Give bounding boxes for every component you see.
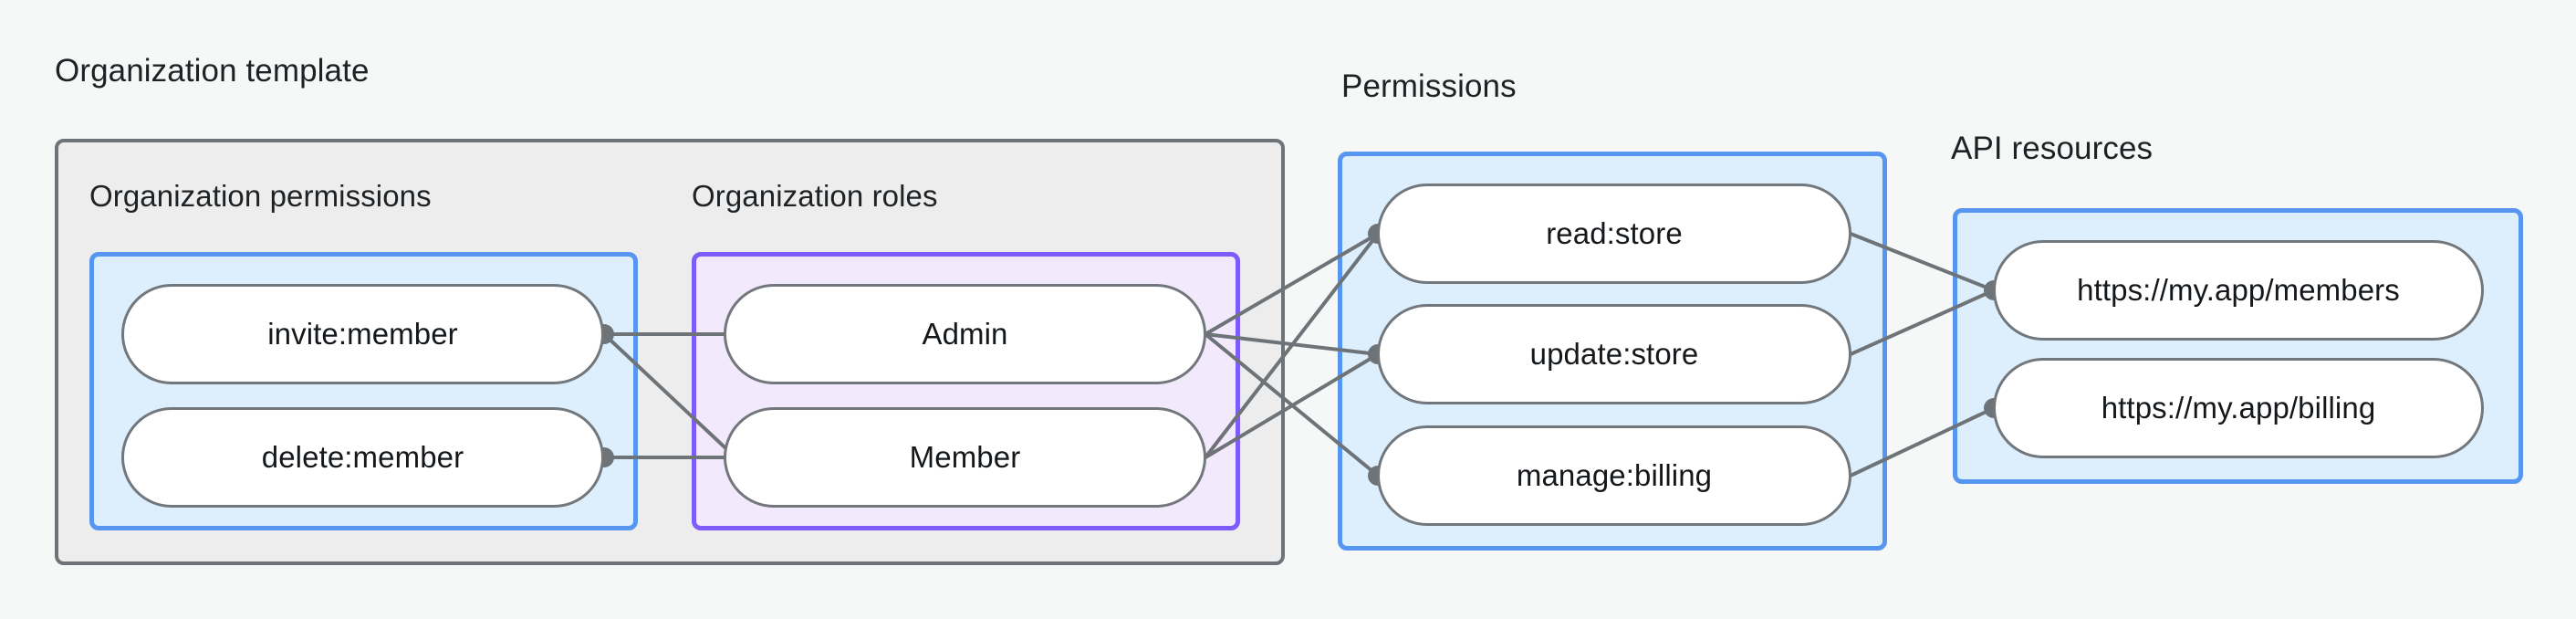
node-members-url[interactable]: https://my.app/members [1993, 240, 2484, 341]
permissions-title: Permissions [1341, 68, 1517, 104]
node-billing-url[interactable]: https://my.app/billing [1993, 358, 2484, 458]
node-delete-member[interactable]: delete:member [121, 407, 604, 508]
organization-template-title: Organization template [55, 53, 370, 89]
node-update-store[interactable]: update:store [1377, 304, 1851, 404]
node-invite-member[interactable]: invite:member [121, 284, 604, 384]
node-manage-billing[interactable]: manage:billing [1377, 425, 1851, 526]
node-read-store[interactable]: read:store [1377, 184, 1851, 284]
node-admin[interactable]: Admin [724, 284, 1206, 384]
organization-roles-title: Organization roles [692, 179, 938, 213]
node-member[interactable]: Member [724, 407, 1206, 508]
api-resources-title: API resources [1951, 131, 2154, 166]
organization-permissions-title: Organization permissions [89, 179, 432, 213]
